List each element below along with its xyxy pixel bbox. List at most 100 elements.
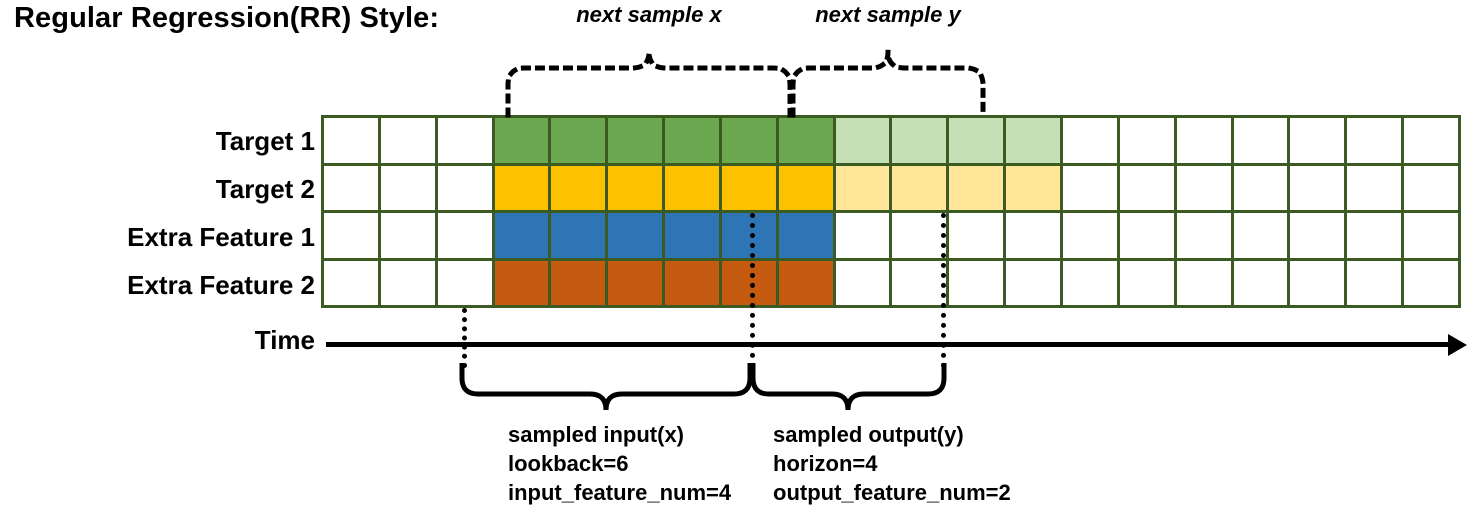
grid-cell [1290, 260, 1345, 305]
grid-cell [778, 260, 833, 305]
grid-cell [1119, 213, 1174, 258]
grid-cell [1233, 260, 1288, 305]
grid-cell [1006, 165, 1061, 210]
grid-cell [1119, 118, 1174, 163]
grid-cell [324, 165, 378, 210]
grid-cell [437, 165, 492, 210]
page-title: Regular Regression(RR) Style: [14, 2, 440, 34]
grid-cell [721, 260, 776, 305]
grid-cell [1176, 165, 1231, 210]
grid-cell [1404, 213, 1458, 258]
grid-cell [380, 213, 435, 258]
grid-cell [494, 260, 549, 305]
right-arrow-icon [1448, 334, 1467, 356]
grid-cell [665, 260, 719, 305]
grid-cell [608, 260, 663, 305]
grid-cell [778, 213, 833, 258]
caption-sampled-input: sampled input(x) lookback=6 input_featur… [508, 420, 731, 507]
grid-cell [835, 165, 890, 210]
grid-cell [608, 165, 663, 210]
time-axis-label: Time [254, 325, 315, 355]
grid-cell [494, 165, 549, 210]
guide-output-end [941, 213, 946, 368]
grid-cell [721, 213, 776, 258]
grid-cell [1119, 165, 1174, 210]
grid-cell [1063, 165, 1117, 210]
grid-cell [1006, 213, 1061, 258]
grid-cell [1290, 165, 1345, 210]
grid-cell [437, 213, 492, 258]
grid-cell [949, 118, 1004, 163]
grid-cell [892, 118, 947, 163]
grid-cell [608, 118, 663, 163]
grid-cell [892, 213, 947, 258]
grid-cell [778, 118, 833, 163]
timeseries-grid [321, 115, 1461, 308]
grid-cell [949, 260, 1004, 305]
grid-cell [1290, 213, 1345, 258]
grid-cell [835, 118, 890, 163]
caption-input-line-3: input_feature_num=4 [508, 480, 732, 505]
caption-output-line-2: horizon=4 [773, 451, 878, 476]
caption-output-line-1: sampled output(y) [773, 422, 964, 447]
row-label-extra-feature-1: Extra Feature 1 [127, 222, 315, 252]
grid-cell [1119, 260, 1174, 305]
grid-cell [1063, 213, 1117, 258]
grid-cell [1176, 260, 1231, 305]
grid-cell [1404, 260, 1458, 305]
grid-cell [1233, 118, 1288, 163]
grid-cell [835, 260, 890, 305]
grid-cell [721, 165, 776, 210]
caption-input-line-1: sampled input(x) [508, 422, 685, 447]
grid-cell [1347, 260, 1402, 305]
grid-cell [1063, 118, 1117, 163]
grid-cell [1006, 260, 1061, 305]
guide-input-end [750, 213, 755, 368]
grid-cell [1347, 213, 1402, 258]
grid-cell [721, 118, 776, 163]
grid-cell [665, 213, 719, 258]
grid-cell [1347, 165, 1402, 210]
grid-cell [1176, 118, 1231, 163]
grid-cell [494, 118, 549, 163]
grid-cell [324, 118, 378, 163]
grid-cell [608, 213, 663, 258]
grid-cell [324, 260, 378, 305]
grid-cell [892, 260, 947, 305]
grid-cell [892, 165, 947, 210]
grid-cell [1290, 118, 1345, 163]
grid-cell [551, 118, 606, 163]
grid-cell [1233, 213, 1288, 258]
grid-cell [949, 213, 1004, 258]
grid-cell [665, 165, 719, 210]
top-brace-label-next-sample-x: next sample x [576, 2, 722, 27]
grid-cell [1006, 118, 1061, 163]
caption-sampled-output: sampled output(y) horizon=4 output_featu… [773, 420, 1011, 507]
row-label-target-1: Target 1 [215, 126, 315, 156]
grid-cell [551, 213, 606, 258]
grid-cell [1063, 260, 1117, 305]
grid-cell [1176, 213, 1231, 258]
grid-cell [778, 165, 833, 210]
row-label-target-2: Target 2 [215, 174, 315, 204]
grid-cell [1347, 118, 1402, 163]
grid-cell [1404, 118, 1458, 163]
grid-cell [551, 165, 606, 210]
grid-cell [380, 260, 435, 305]
grid-cell [665, 118, 719, 163]
caption-input-line-2: lookback=6 [508, 451, 629, 476]
grid-cell [949, 165, 1004, 210]
grid-cell [835, 213, 890, 258]
grid-cell [380, 165, 435, 210]
grid-cell [437, 260, 492, 305]
grid-cell [551, 260, 606, 305]
guide-input-start [462, 308, 467, 368]
caption-output-line-3: output_feature_num=2 [773, 480, 1011, 505]
grid-cell [437, 118, 492, 163]
grid-cell [380, 118, 435, 163]
grid-cell [494, 213, 549, 258]
time-axis-line [326, 342, 1454, 347]
top-brace-label-next-sample-y: next sample y [815, 2, 961, 27]
row-label-extra-feature-2: Extra Feature 2 [127, 270, 315, 300]
grid-cell [324, 213, 378, 258]
